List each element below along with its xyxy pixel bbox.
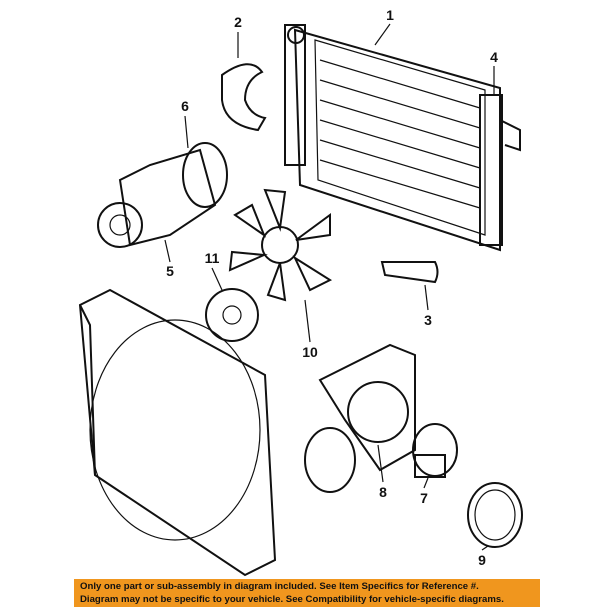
disclaimer-line-1: Only one part or sub-assembly in diagram…	[80, 581, 479, 592]
callout-8: 8	[379, 484, 387, 500]
callout-6: 6	[181, 98, 189, 114]
thermostat-housing	[304, 343, 416, 493]
callout-10: 10	[302, 344, 318, 360]
callout-11: 11	[204, 250, 220, 266]
fan-clutch	[205, 288, 259, 342]
callout-5: 5	[166, 263, 174, 279]
lower-hose	[380, 261, 439, 284]
radiator	[284, 24, 521, 252]
callout-3: 3	[424, 312, 432, 328]
upper-hose	[221, 63, 267, 132]
callout-9: 9	[478, 552, 486, 568]
disclaimer-line-2: Diagram may not be specific to your vehi…	[80, 594, 504, 605]
disclaimer-banner: Only one part or sub-assembly in diagram…	[74, 579, 540, 607]
fan-shroud	[78, 288, 277, 577]
fan	[228, 188, 333, 302]
callout-2: 2	[234, 14, 242, 30]
callout-1: 1	[386, 7, 394, 23]
callout-7: 7	[420, 490, 428, 506]
callout-4: 4	[490, 49, 498, 65]
water-pump	[97, 142, 228, 248]
thermostat	[412, 423, 458, 478]
seal-ring	[467, 482, 523, 548]
